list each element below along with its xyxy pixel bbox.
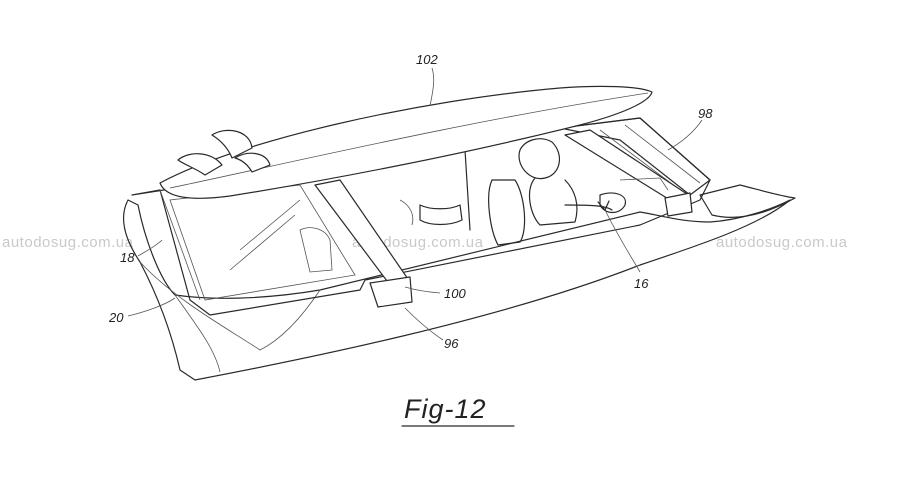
label-16: 16 xyxy=(634,276,649,291)
label-18: 18 xyxy=(120,250,135,265)
label-100: 100 xyxy=(444,286,466,301)
label-98: 98 xyxy=(698,106,713,121)
watermark-left: autodosug.com.ua xyxy=(2,234,134,251)
watermark-right: autodosug.com.ua xyxy=(716,234,848,251)
label-20: 20 xyxy=(108,310,124,325)
surfboard xyxy=(159,85,653,199)
label-96: 96 xyxy=(444,336,459,351)
interior xyxy=(299,138,669,273)
figure-caption: Fig-12 xyxy=(404,394,487,424)
leader-lines xyxy=(127,67,703,341)
cross-rails xyxy=(314,129,693,308)
label-102: 102 xyxy=(416,52,438,67)
vehicle-body xyxy=(122,184,796,381)
